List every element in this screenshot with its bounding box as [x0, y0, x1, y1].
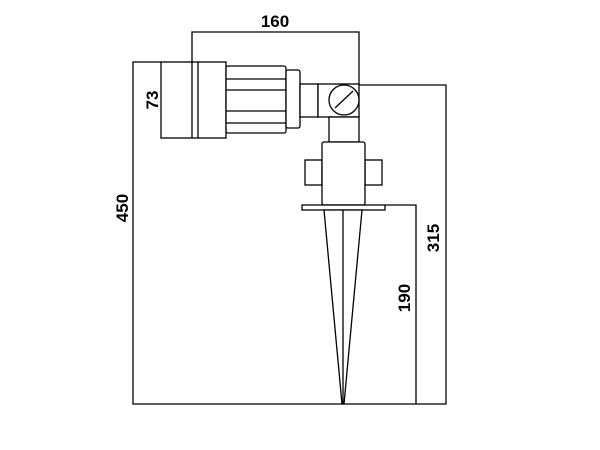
lamp-head: [160, 61, 319, 139]
dimension-315-label: 315: [424, 224, 443, 252]
dimension-190: 190: [385, 204, 417, 404]
swivel-joint: [317, 83, 360, 143]
dimension-73-label: 73: [143, 91, 162, 110]
dimension-450-label: 450: [113, 194, 132, 222]
ground-spike: [323, 209, 363, 405]
dimension-450: 450: [113, 61, 343, 405]
dimension-160: 160: [191, 12, 360, 85]
dimension-315: 315: [343, 84, 447, 405]
dimension-73: 73: [143, 91, 162, 110]
dimension-190-label: 190: [395, 284, 414, 312]
mounting-sleeve: [301, 141, 386, 211]
dimension-160-label: 160: [261, 12, 289, 31]
